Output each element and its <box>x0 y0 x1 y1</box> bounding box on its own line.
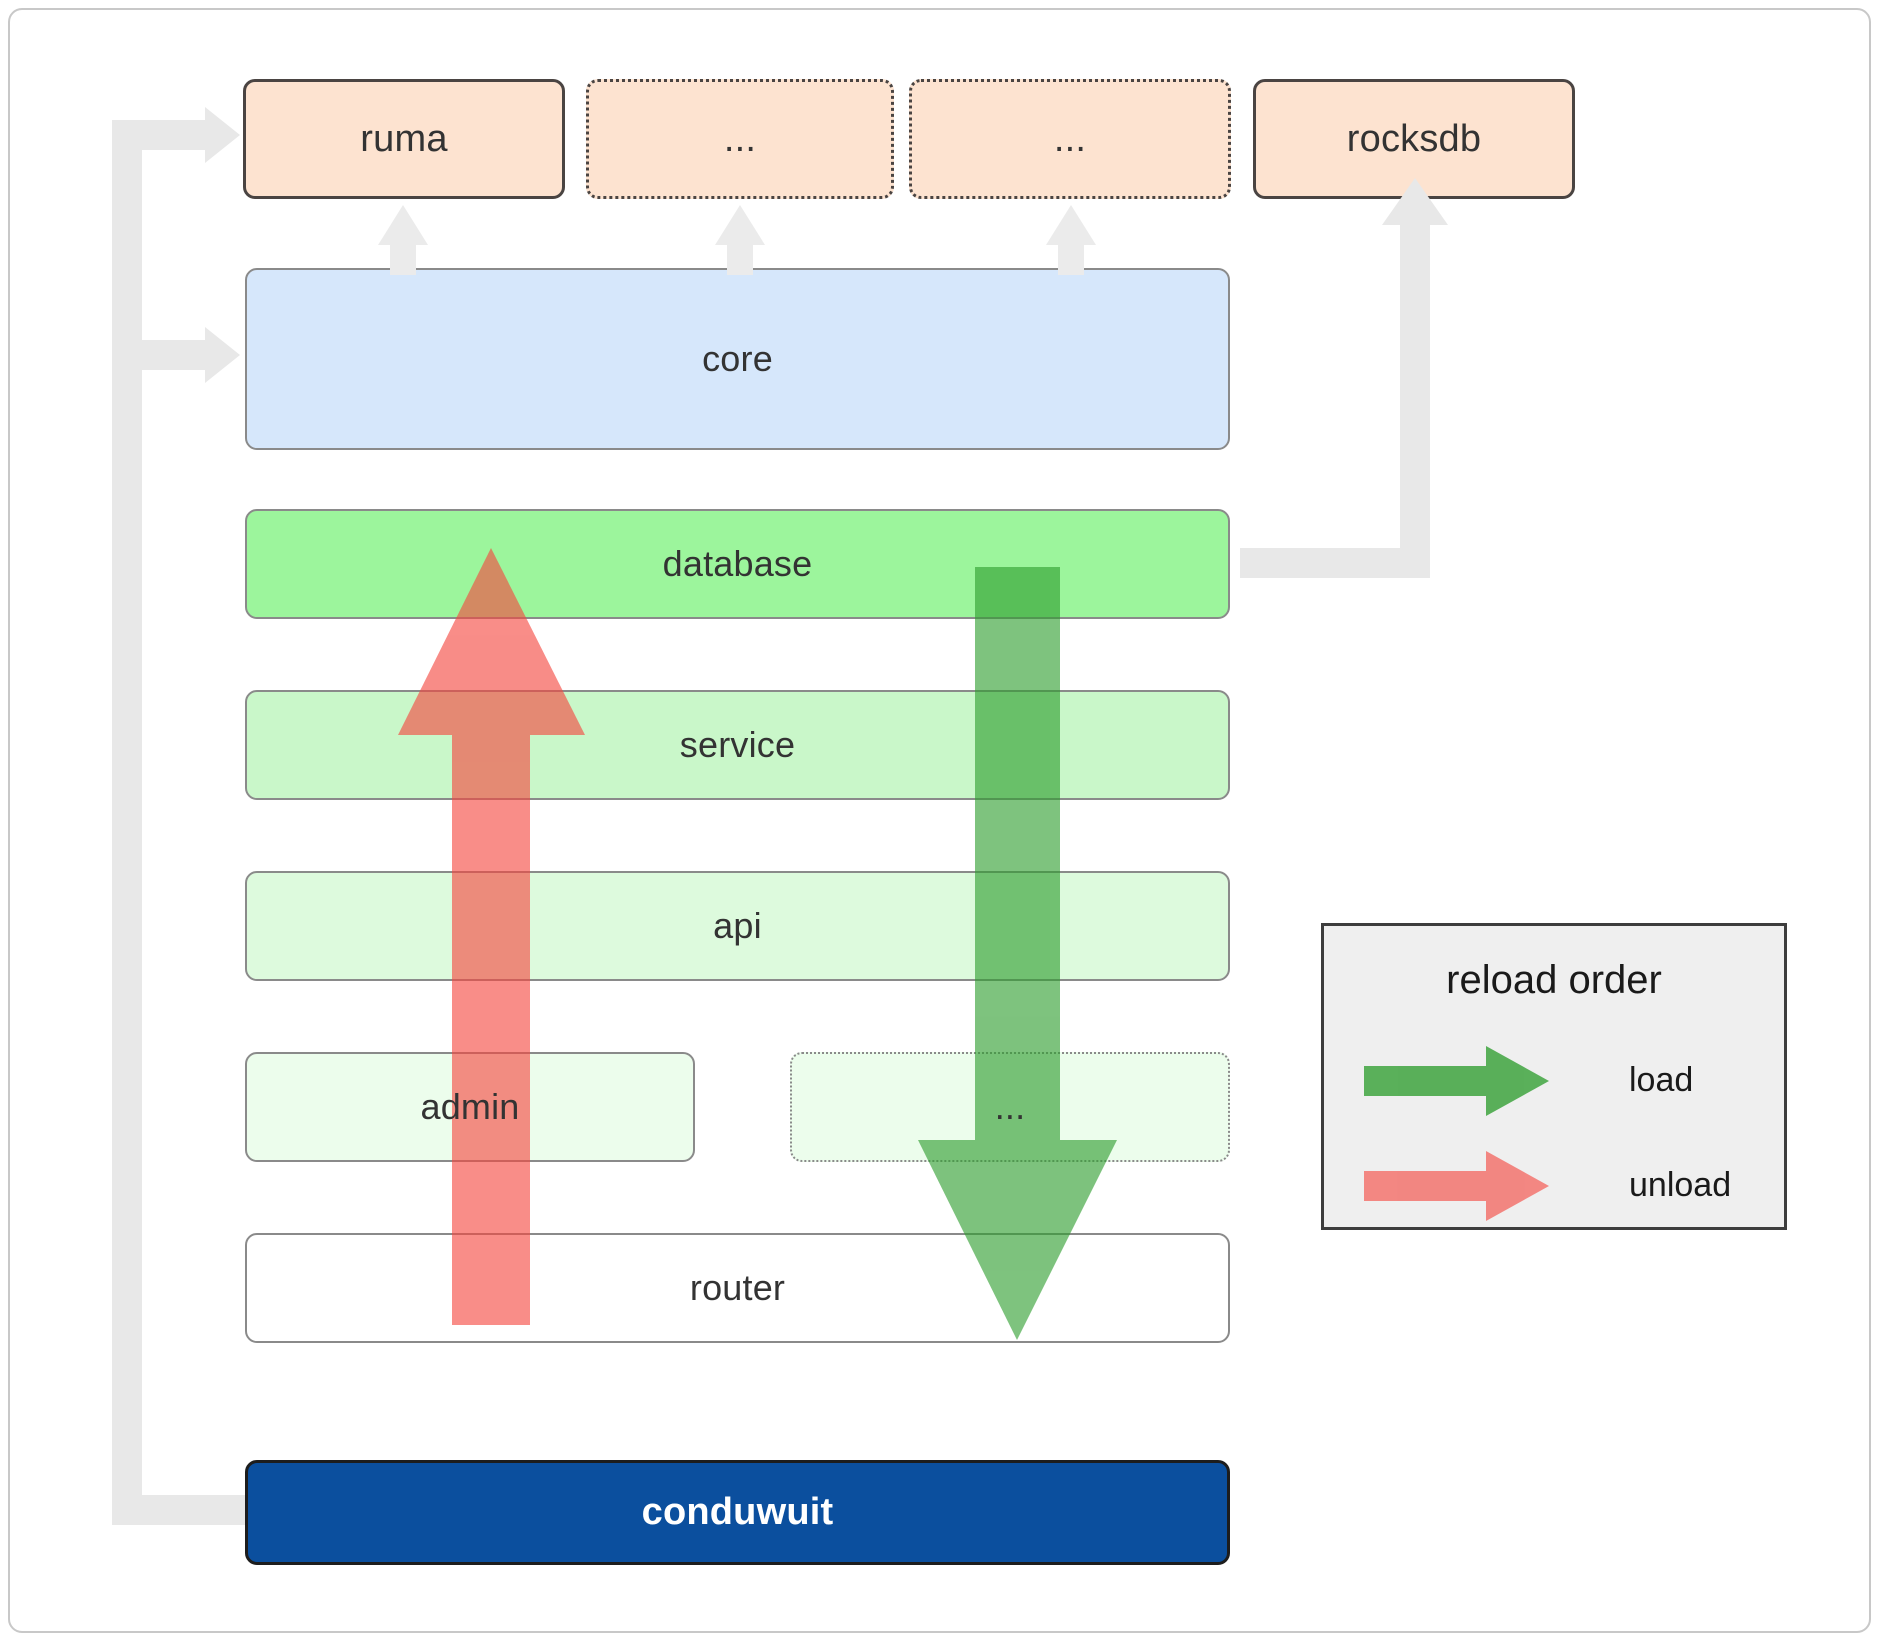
legend-load-arrow-icon <box>1364 1046 1549 1116</box>
layer-box-ellipsis[interactable]: ... <box>790 1052 1230 1162</box>
dependency-label: rocksdb <box>1346 117 1482 160</box>
legend-arrow-icons <box>1364 1046 1549 1221</box>
layer-label: api <box>713 905 762 946</box>
dependency-label: ... <box>723 117 757 160</box>
dependency-label: ruma <box>360 117 448 160</box>
legend-panel: reload order load unload <box>1321 923 1787 1230</box>
layer-label: service <box>679 724 796 765</box>
diagram-frame <box>8 8 1871 1633</box>
dependency-box-ellipsis-1[interactable]: ... <box>586 79 894 199</box>
layer-box-api[interactable]: api <box>245 871 1230 981</box>
legend-unload-arrow-icon <box>1364 1151 1549 1221</box>
dependency-box-ruma[interactable]: ruma <box>243 79 565 199</box>
binary-box-conduwuit[interactable]: conduwuit <box>245 1460 1230 1565</box>
dependency-label: ... <box>1053 117 1087 160</box>
layer-label: admin <box>420 1086 520 1127</box>
legend-label-unload: unload <box>1629 1166 1732 1204</box>
layer-box-core[interactable]: core <box>245 268 1230 450</box>
layer-box-admin[interactable]: admin <box>245 1052 695 1162</box>
dependency-box-ellipsis-2[interactable]: ... <box>909 79 1231 199</box>
layer-box-database[interactable]: database <box>245 509 1230 619</box>
layer-label: router <box>689 1267 786 1308</box>
layer-label: ... <box>994 1086 1026 1127</box>
layer-box-router[interactable]: router <box>245 1233 1230 1343</box>
layer-label: core <box>702 338 773 379</box>
layer-box-service[interactable]: service <box>245 690 1230 800</box>
dependency-box-rocksdb[interactable]: rocksdb <box>1253 79 1575 199</box>
legend-title: reload order <box>1446 958 1662 1002</box>
binary-label: conduwuit <box>641 1491 834 1533</box>
legend-label-load: load <box>1629 1061 1694 1099</box>
layer-label: database <box>662 543 813 584</box>
